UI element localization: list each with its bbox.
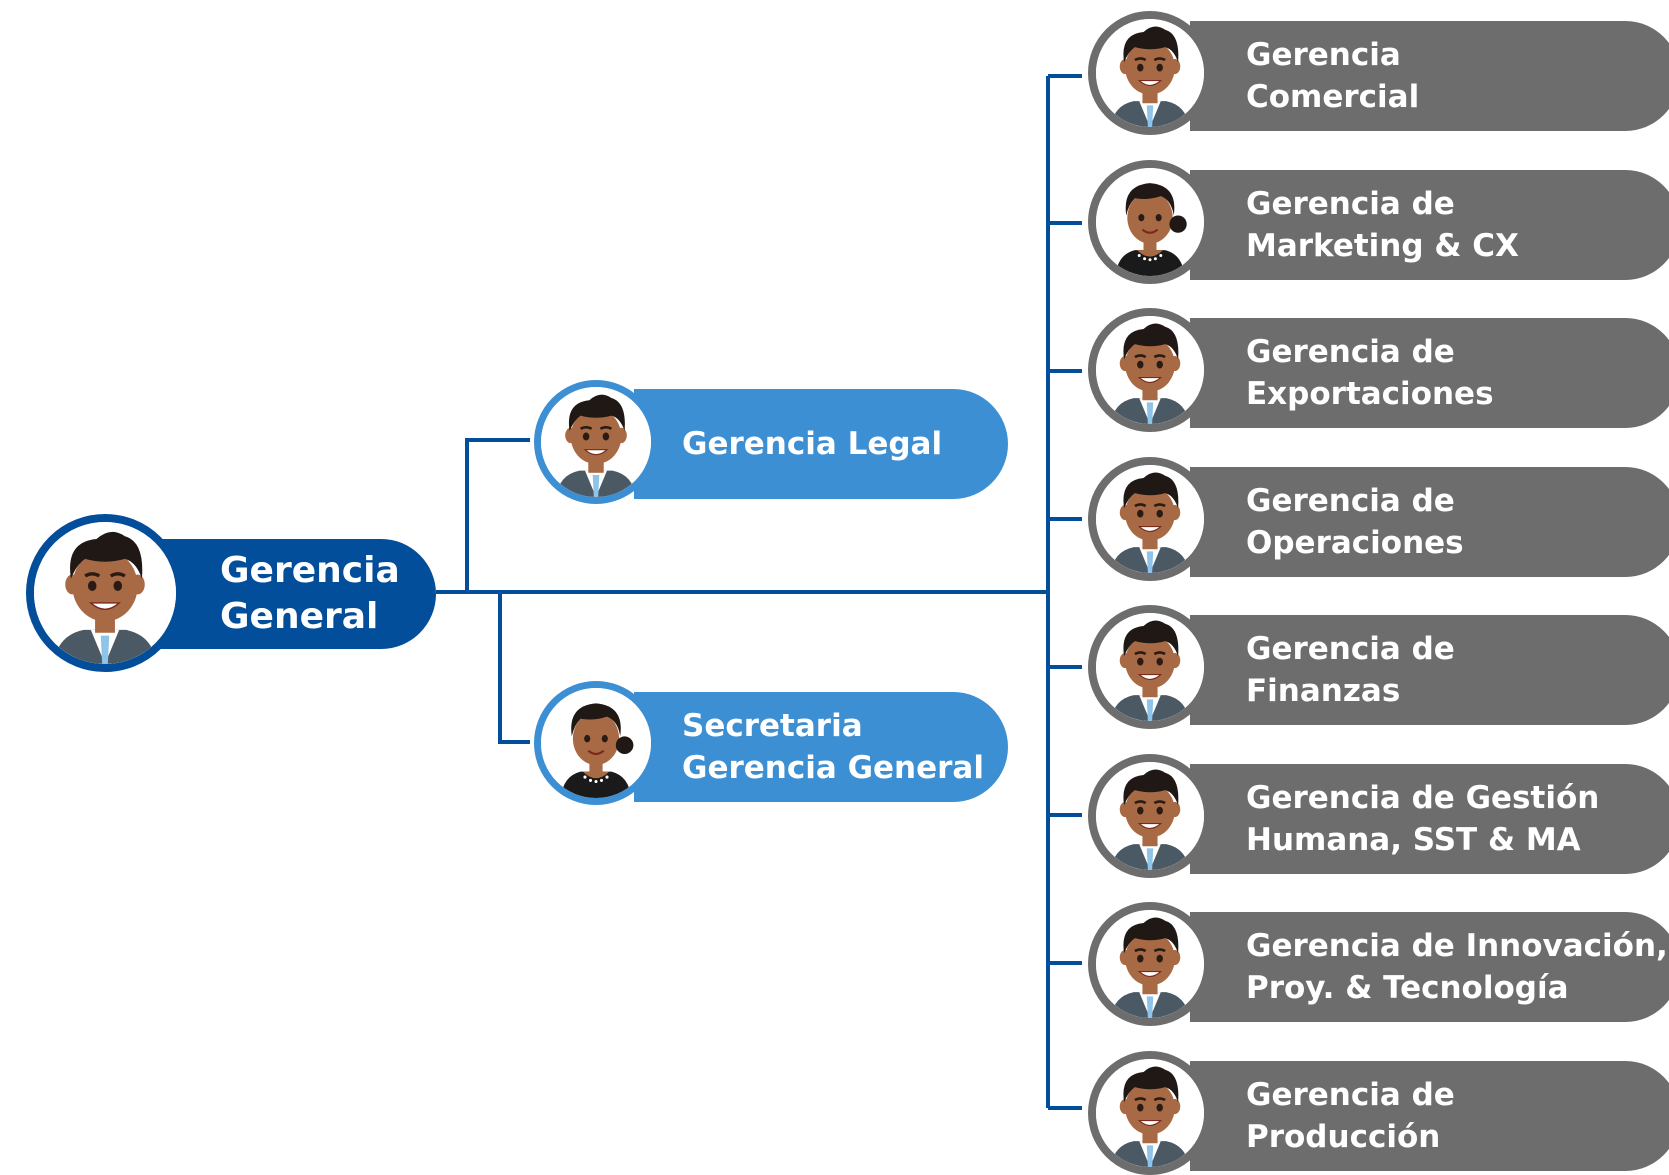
man-avatar-icon — [1088, 1051, 1212, 1175]
man-avatar-icon — [1088, 902, 1212, 1026]
label-line: Operaciones — [1246, 525, 1464, 561]
label-line: Comercial — [1246, 79, 1420, 115]
label-line: Exportaciones — [1246, 376, 1494, 412]
label-line: Producción — [1246, 1119, 1441, 1155]
label-line: Proy. & Tecnología — [1246, 970, 1569, 1006]
woman-avatar-icon — [1088, 160, 1212, 284]
label-line: Gerencia de — [1246, 186, 1455, 222]
node-label: Gerencia de Marketing & CX — [1190, 170, 1669, 280]
label-line: Finanzas — [1246, 673, 1401, 709]
connector-line — [465, 438, 530, 592]
label-line: General — [220, 596, 379, 637]
label-line: Secretaria — [682, 708, 863, 744]
man-avatar-icon — [1088, 11, 1212, 135]
node-label: Gerencia de Exportaciones — [1190, 318, 1669, 428]
label-line: Humana, SST & MA — [1246, 822, 1581, 858]
label-line: Gerencia — [1246, 37, 1401, 73]
label-line: Gerencia de — [1246, 1077, 1455, 1113]
label-line: Gerencia — [220, 550, 400, 591]
woman-avatar-icon — [534, 681, 658, 805]
label-line: Marketing & CX — [1246, 228, 1519, 264]
node-label: Gerencia de Operaciones — [1190, 467, 1669, 577]
label-line: Gerencia Legal — [682, 426, 943, 462]
label-line: Gerencia de — [1246, 631, 1455, 667]
man-avatar-icon — [1088, 754, 1212, 878]
man-avatar-icon — [26, 514, 184, 672]
node-label: Gerencia Comercial — [1190, 21, 1669, 131]
connector-line — [498, 592, 530, 744]
node-label: Gerencia de Innovación, Proy. & Tecnolog… — [1190, 912, 1669, 1022]
node-label: Secretaria Gerencia General — [634, 692, 1008, 802]
man-avatar-icon — [1088, 605, 1212, 729]
label-line: Gerencia de — [1246, 483, 1455, 519]
label-line: Gerencia de Gestión — [1246, 780, 1600, 816]
man-avatar-icon — [534, 380, 658, 504]
node-label: Gerencia de Producción — [1190, 1061, 1669, 1171]
man-avatar-icon — [1088, 457, 1212, 581]
node-label: Gerencia de Gestión Humana, SST & MA — [1190, 764, 1669, 874]
label-line: Gerencia de Innovación, — [1246, 928, 1668, 964]
label-line: Gerencia General — [682, 750, 984, 786]
node-label: Gerencia de Finanzas — [1190, 615, 1669, 725]
label-line: Gerencia de — [1246, 334, 1455, 370]
man-avatar-icon — [1088, 308, 1212, 432]
node-label: Gerencia Legal — [634, 389, 1008, 499]
node-label: Gerencia General — [140, 539, 436, 649]
